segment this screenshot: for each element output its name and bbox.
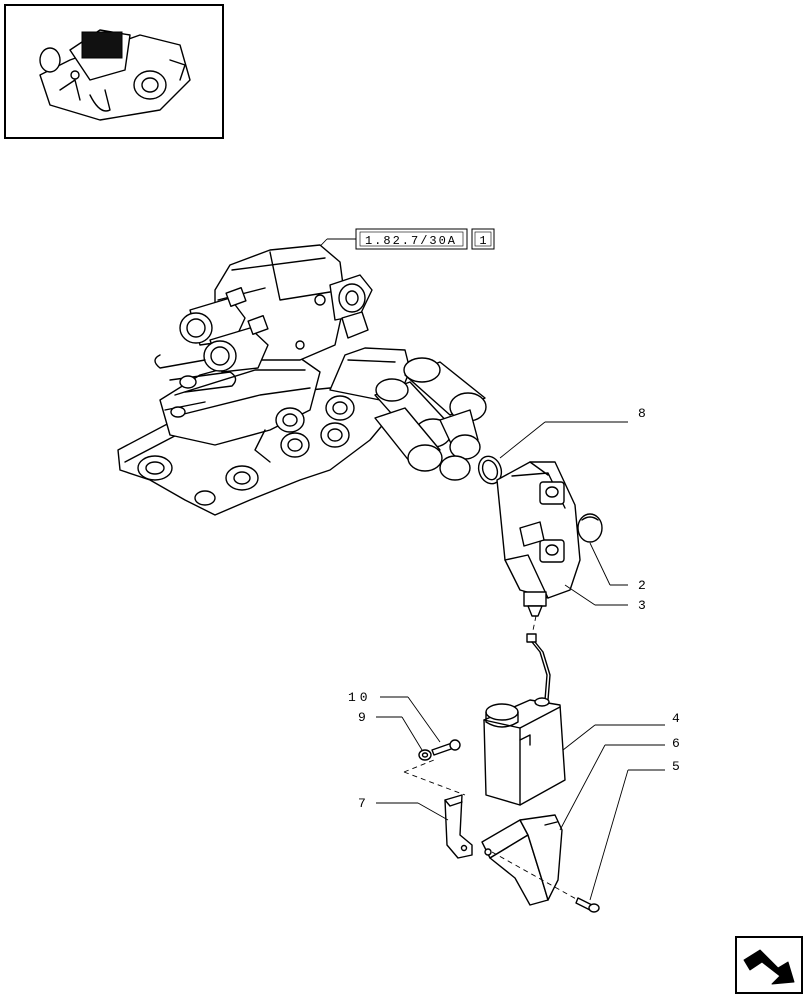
- valve-assembly-thumbnail-icon[interactable]: [4, 4, 224, 139]
- reference-code: 1.82.7/30A: [365, 234, 457, 248]
- part-6-bracket[interactable]: 6: [481, 736, 680, 906]
- part-2-cap[interactable]: 2: [577, 513, 646, 593]
- callout-8: 8: [638, 406, 646, 421]
- part-7-mounting-plate[interactable]: 7: [358, 759, 473, 859]
- part-4-reservoir[interactable]: 4: [483, 697, 680, 806]
- part-5-screw[interactable]: 5: [575, 759, 680, 913]
- reference-box[interactable]: 1.82.7/30A 1: [304, 228, 495, 263]
- reference-sheet: 1: [479, 234, 486, 248]
- control-valve-assembly: [117, 244, 487, 516]
- callout-4: 4: [672, 711, 680, 726]
- callout-2: 2: [638, 578, 646, 593]
- callout-3: 3: [638, 598, 646, 613]
- connector-cable: [526, 633, 551, 701]
- part-9-washer[interactable]: 9: [358, 710, 432, 761]
- part-8-o-ring[interactable]: 8: [475, 406, 646, 487]
- callout-5: 5: [672, 759, 680, 774]
- callout-6: 6: [672, 736, 680, 751]
- part-10-bolt[interactable]: 10: [348, 690, 461, 756]
- next-page-arrow-icon[interactable]: [735, 936, 803, 994]
- part-3-solenoid-block[interactable]: 3: [496, 461, 646, 636]
- callout-9: 9: [358, 710, 366, 725]
- callout-7: 7: [358, 796, 366, 811]
- callout-10: 10: [348, 690, 372, 705]
